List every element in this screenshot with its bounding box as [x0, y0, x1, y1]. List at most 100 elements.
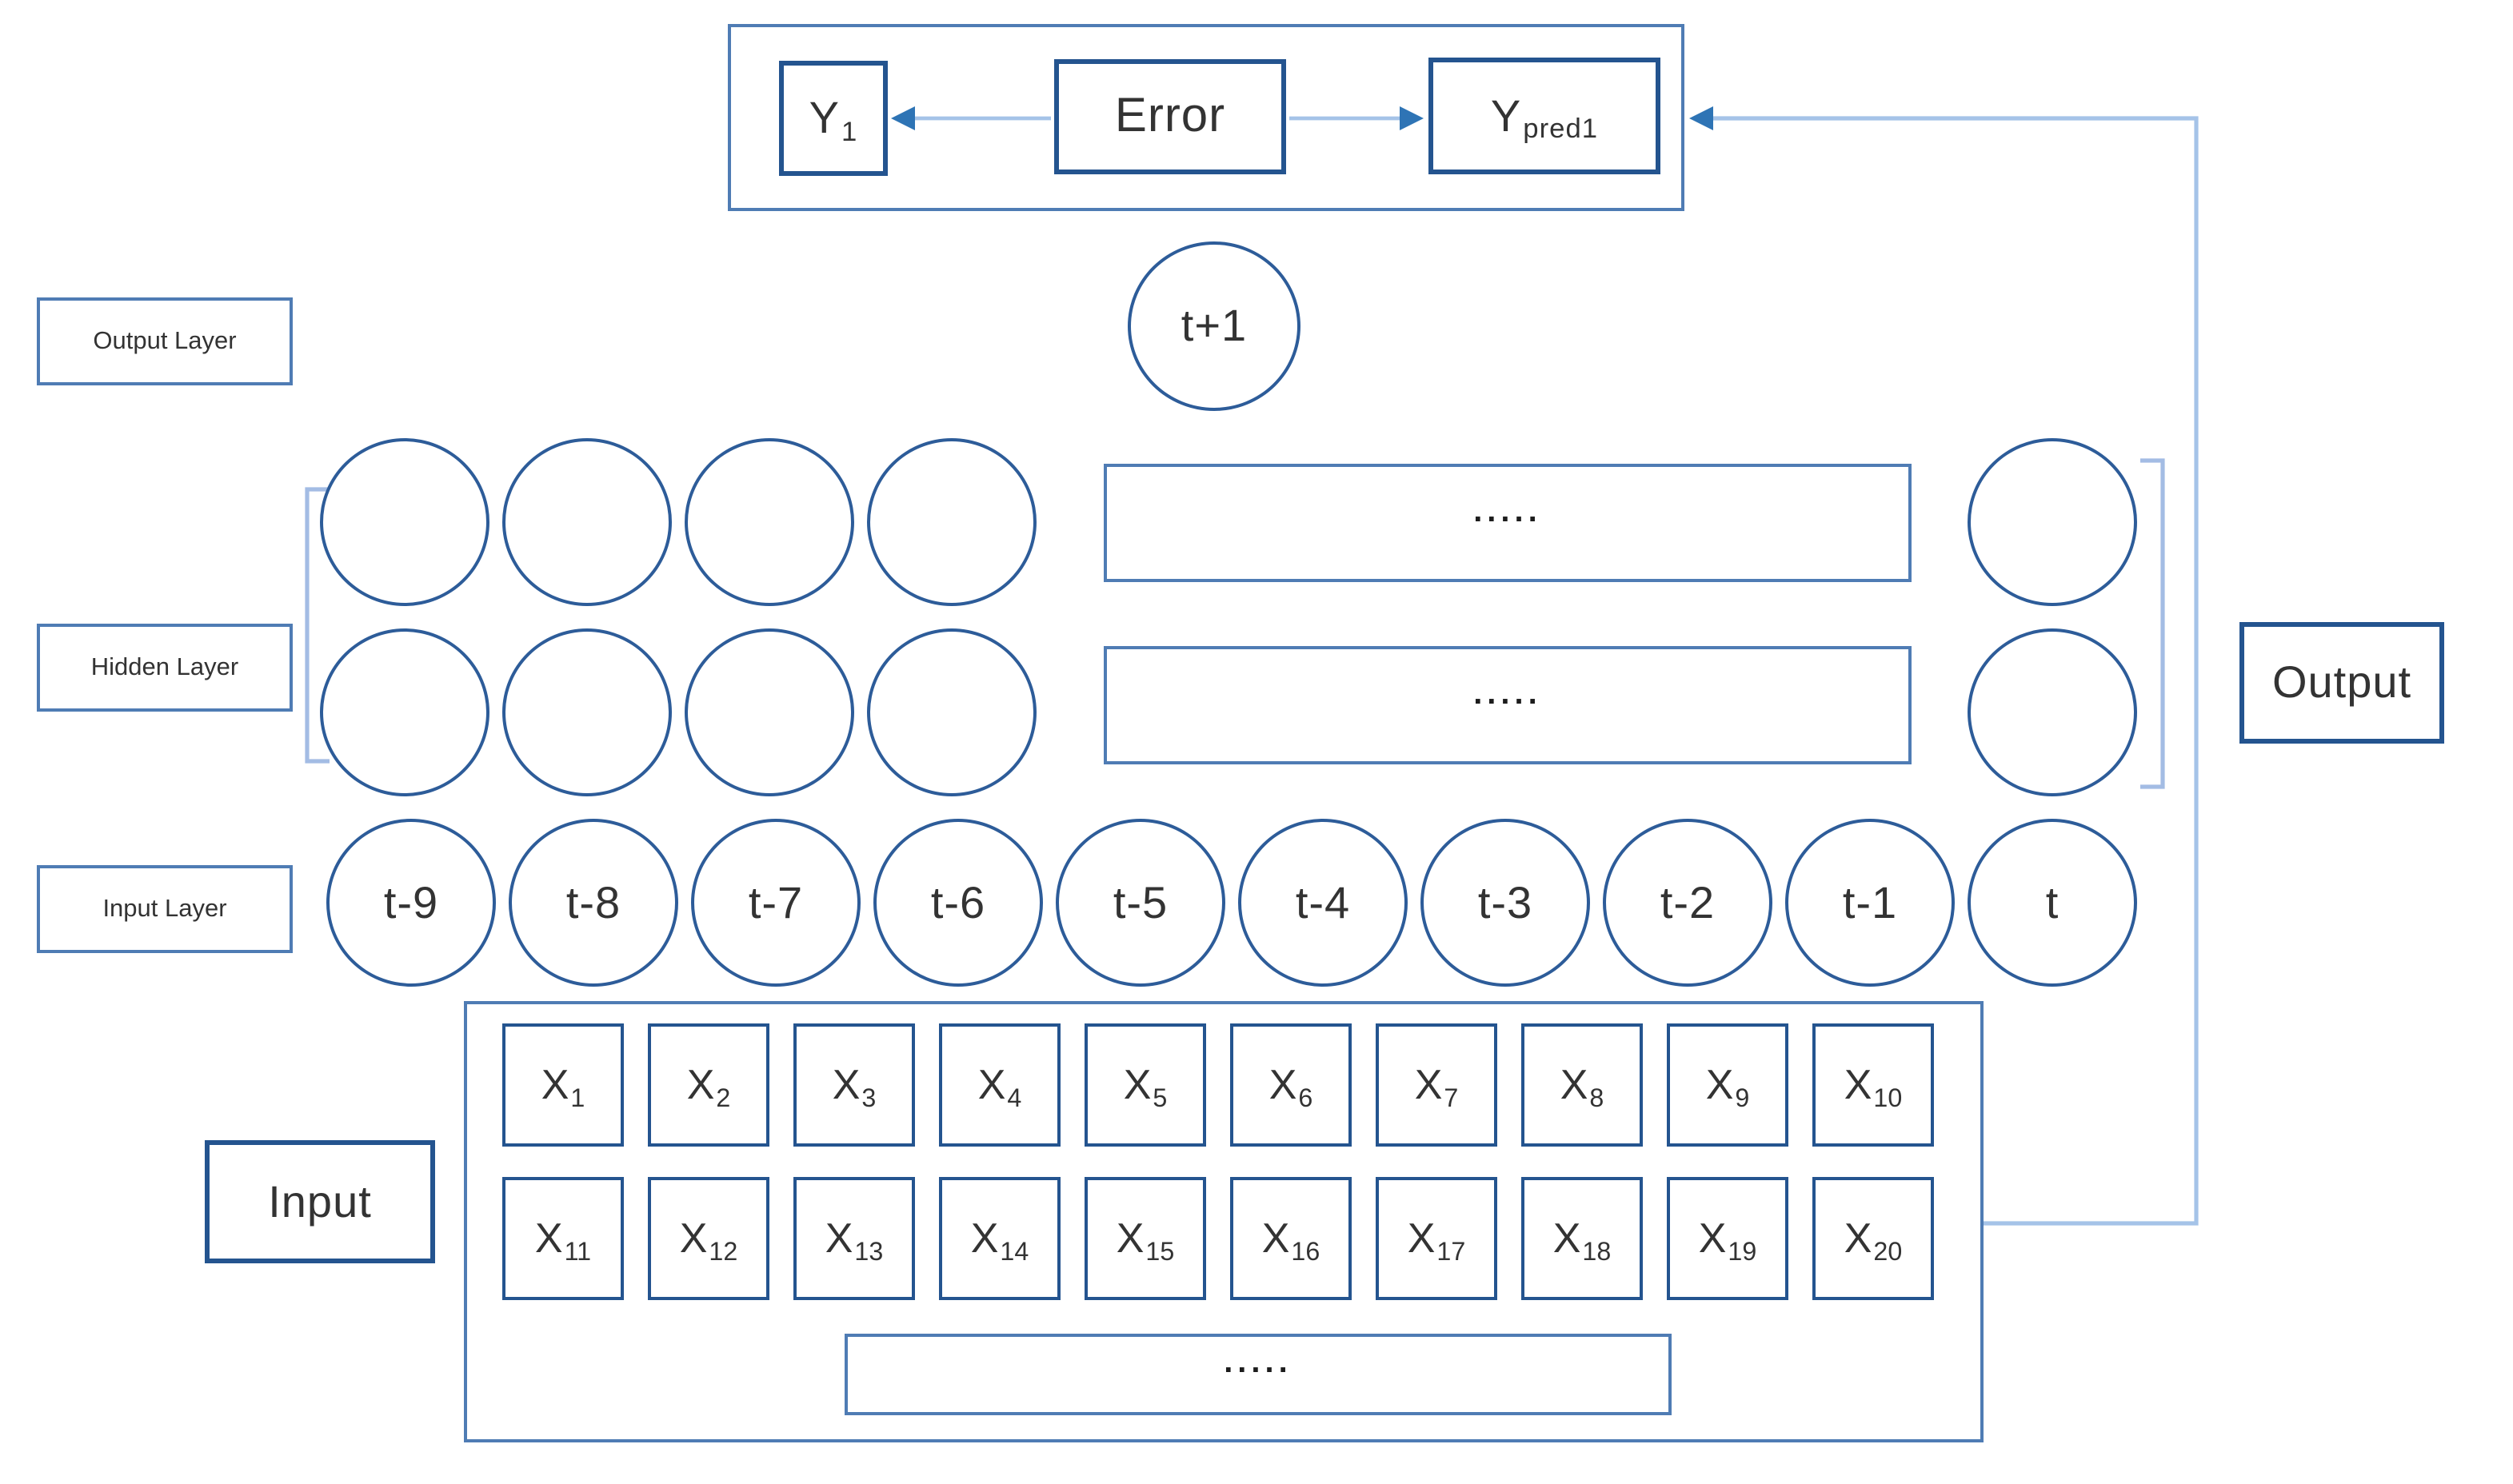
hidden-dots-box-1: ..... — [1104, 464, 1912, 582]
input-node-circle: t — [1968, 819, 2137, 987]
output-box-label: Output — [2271, 657, 2412, 707]
output-layer-label: Output Layer — [93, 327, 237, 354]
input-node-label: t-4 — [1295, 877, 1351, 927]
input-dots: ..... — [1224, 1345, 1292, 1381]
hidden-dots-2: ..... — [1473, 676, 1542, 712]
t-plus-1-node: t+1 — [1128, 241, 1300, 411]
hidden-node-circle — [1968, 438, 2137, 606]
input-layer-label: Input Layer — [102, 895, 227, 922]
input-node-circle: t-6 — [873, 819, 1043, 987]
hidden-node-circle — [320, 438, 489, 606]
feedback-arrowhead — [1689, 106, 1713, 130]
hidden-layer-left-bracket — [305, 487, 330, 764]
hidden-node-circle — [320, 628, 489, 796]
hidden-node-circle — [502, 438, 672, 606]
hidden-layer-right-bracket — [2140, 458, 2165, 789]
hidden-node-circle — [1968, 628, 2137, 796]
hidden-layer-label-box: Hidden Layer — [37, 624, 293, 712]
output-box: Output — [2239, 622, 2444, 744]
hidden-node-circle — [685, 628, 854, 796]
input-node-label: t-3 — [1477, 877, 1533, 927]
hidden-dots-box-2: ..... — [1104, 646, 1912, 764]
input-node-circle: t-3 — [1420, 819, 1590, 987]
input-node-label: t-7 — [748, 877, 804, 927]
input-node-label: t-1 — [1842, 877, 1898, 927]
input-node-label: t-9 — [383, 877, 439, 927]
input-node-circle: t-5 — [1056, 819, 1225, 987]
hidden-dots-1: ..... — [1473, 493, 1542, 529]
feedback-connector — [1712, 116, 2199, 1226]
input-node-label: t-2 — [1660, 877, 1716, 927]
input-node-label: t-6 — [930, 877, 986, 927]
hidden-node-circle — [685, 438, 854, 606]
input-node-label: t-5 — [1113, 877, 1169, 927]
hidden-node-circle — [867, 438, 1037, 606]
input-node-circle: t-7 — [691, 819, 861, 987]
input-panel — [464, 1001, 1984, 1442]
input-node-circle: t-9 — [326, 819, 496, 987]
arrow-error-to-y1-head — [891, 106, 915, 130]
input-dots-box: ..... — [845, 1334, 1672, 1415]
input-node-label: t — [2045, 877, 2060, 927]
input-node-circle: t-1 — [1785, 819, 1955, 987]
input-node-circle: t-4 — [1238, 819, 1408, 987]
input-layer-label-box: Input Layer — [37, 865, 293, 953]
input-label: Input — [268, 1176, 372, 1226]
t-plus-1-label: t+1 — [1181, 301, 1248, 350]
error-box: Error — [1054, 59, 1286, 174]
arrow-error-to-ypred-head — [1400, 106, 1424, 130]
error-label: Error — [1114, 90, 1226, 142]
input-node-label: t-8 — [565, 877, 621, 927]
error-panel — [728, 24, 1684, 211]
hidden-layer-label: Hidden Layer — [90, 653, 239, 680]
input-node-circle: t-2 — [1603, 819, 1772, 987]
input-node-circle: t-8 — [509, 819, 678, 987]
input-label-box: Input — [205, 1140, 435, 1263]
